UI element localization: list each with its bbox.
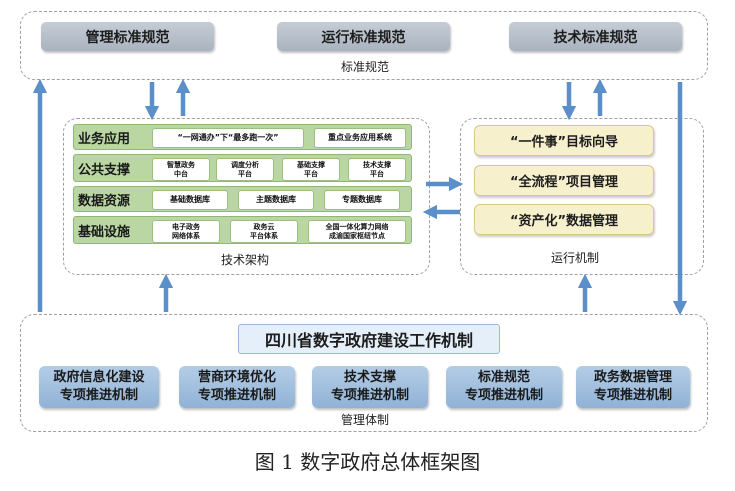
- tech-arch-label: 技术架构: [220, 253, 269, 267]
- management-item: 技术支撑专项推进机制: [312, 366, 428, 408]
- standard-management: 管理标准规范: [41, 22, 214, 51]
- tech-row-business: 业务应用 “一网通办”下“最多跑一次” 重点业务应用系统: [73, 124, 412, 150]
- management-item: 政府信息化建设专项推进机制: [39, 366, 159, 408]
- tech-box: 调度分析平台: [216, 158, 274, 181]
- tech-box: “一网通办”下“最多跑一次”: [152, 128, 304, 148]
- ops-item-project: “全流程”项目管理: [474, 165, 654, 196]
- management-label: 管理体制: [340, 413, 389, 427]
- tech-box: 政务云平台体系: [230, 220, 298, 243]
- tech-box: 技术支撑平台: [348, 158, 406, 181]
- tech-box: 重点业务应用系统: [314, 128, 406, 148]
- tech-box: 主题数据库: [238, 190, 314, 210]
- management-item: 政务数据管理专项推进机制: [576, 366, 690, 408]
- figure-caption: 图 1 数字政府总体框架图: [254, 450, 481, 474]
- tech-row-infra: 基础设施 电子政务网络体系 政务云平台体系 全国一体化算力网络成渝国家枢纽节点: [73, 216, 412, 244]
- tech-row-support: 公共支撑 智慧政务中台 调度分析平台 基础支撑平台 技术支撑平台: [73, 154, 412, 182]
- standards-label: 标准规范: [340, 60, 389, 74]
- row-title: 数据资源: [78, 193, 131, 209]
- tech-box: 专题数据库: [324, 190, 400, 210]
- row-title: 基础设施: [78, 224, 131, 240]
- management-title: 四川省数字政府建设工作机制: [238, 324, 500, 354]
- management-item: 营商环境优化专项推进机制: [179, 366, 295, 408]
- standard-technical: 技术标准规范: [509, 22, 682, 51]
- row-title: 公共支撑: [78, 162, 131, 178]
- row-title: 业务应用: [78, 131, 131, 147]
- tech-box: 全国一体化算力网络成渝国家枢纽节点: [308, 220, 406, 243]
- management-item: 标准规范专项推进机制: [446, 366, 562, 408]
- tech-row-data: 数据资源 基础数据库 主题数据库 专题数据库: [73, 186, 412, 212]
- tech-box: 电子政务网络体系: [152, 220, 220, 243]
- tech-box: 基础数据库: [152, 190, 228, 210]
- ops-label: 运行机制: [550, 251, 599, 265]
- standard-operation: 运行标准规范: [277, 22, 450, 51]
- ops-item-goal: “一件事”目标向导: [474, 125, 654, 156]
- tech-box: 智慧政务中台: [152, 158, 210, 181]
- ops-item-data: “资产化”数据管理: [474, 204, 654, 235]
- tech-box: 基础支撑平台: [282, 158, 340, 181]
